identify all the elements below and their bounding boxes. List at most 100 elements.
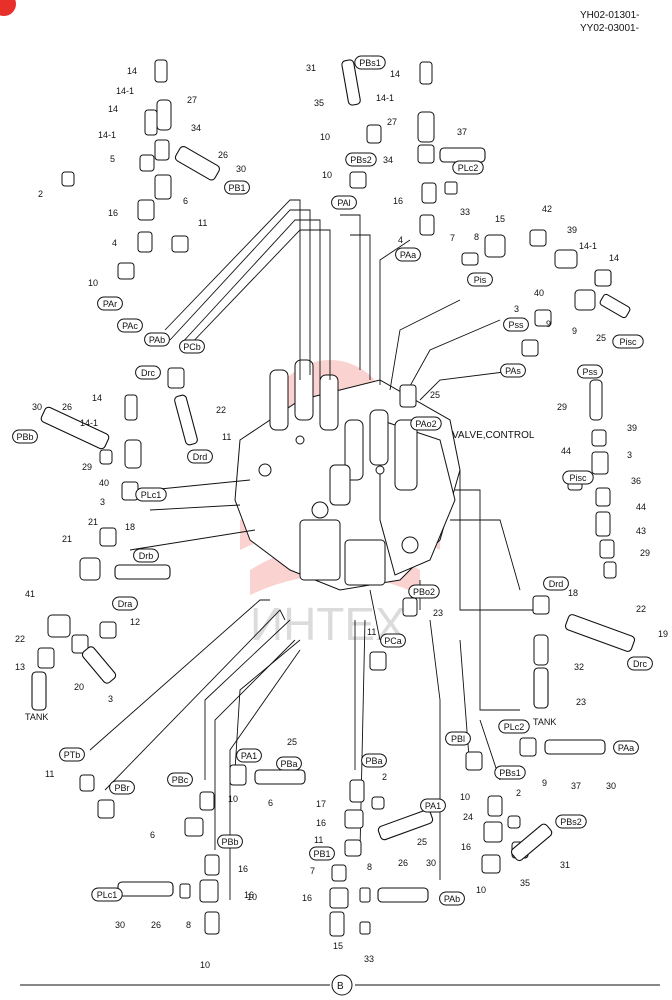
- part-number: 4: [398, 235, 403, 245]
- part-number: 11: [45, 769, 54, 779]
- serial-range-1: YH02-01301-: [580, 10, 639, 21]
- port-tag: PAc: [117, 318, 143, 333]
- port-tag-label: PBs1: [359, 58, 381, 68]
- part-number: 21: [62, 534, 72, 544]
- part-number: 37: [571, 781, 581, 791]
- part-number: 29: [82, 462, 92, 472]
- part-number: 44: [636, 502, 646, 512]
- port-tag: PCb: [179, 339, 205, 354]
- part-number: 2: [38, 189, 43, 199]
- part-number: 29: [640, 548, 650, 558]
- port-tag-label: PLc1: [97, 890, 118, 900]
- port-tag-label: PBo2: [413, 587, 435, 597]
- part-number: 21: [88, 517, 98, 527]
- port-tag: PBa: [361, 753, 387, 768]
- part-number: 30: [426, 858, 436, 868]
- part-number: 11: [198, 218, 207, 228]
- part-number: 35: [314, 98, 324, 108]
- part-number: 27: [187, 95, 197, 105]
- part-number: 16: [316, 818, 326, 828]
- port-tag-label: PAa: [618, 743, 634, 753]
- part-number: 31: [306, 63, 316, 73]
- part-number: 39: [567, 225, 577, 235]
- part-number: 44: [561, 446, 571, 456]
- port-tag: PLc2: [498, 719, 530, 734]
- part-number: 11: [222, 432, 231, 442]
- port-tag-label: PBb: [16, 432, 33, 442]
- port-tag-label: PBa: [365, 756, 382, 766]
- part-number: 13: [15, 662, 25, 672]
- port-tag: Drd: [187, 449, 213, 464]
- port-tag: PAb: [439, 891, 465, 906]
- tank-label-right: TANK: [533, 717, 556, 727]
- port-tag-label: PBb: [221, 837, 238, 847]
- port-tag-label: PAc: [122, 321, 138, 331]
- section-ref-label: B: [337, 981, 344, 992]
- part-number: 3: [514, 304, 519, 314]
- part-number: 22: [15, 634, 25, 644]
- port-tag-label: PBl: [451, 734, 465, 744]
- port-tag: PBs1: [354, 55, 386, 70]
- port-tag-label: PAl: [337, 198, 350, 208]
- part-number: 14-1: [116, 86, 134, 96]
- port-tags: PBs1PBs2PAlPAaPLc2PisPssPAsPiscPB1PArPAc…: [12, 55, 653, 906]
- port-tag: Drb: [133, 548, 159, 563]
- port-tag-label: PAs: [505, 366, 521, 376]
- port-tag: Dra: [112, 596, 138, 611]
- component-title: VALVE,CONTROL: [452, 430, 535, 441]
- part-number: 14-1: [80, 418, 98, 428]
- part-number: 23: [576, 697, 586, 707]
- part-number: 2: [516, 788, 521, 798]
- port-tag: PBc: [167, 772, 193, 787]
- part-number: 36: [631, 476, 641, 486]
- port-tag: Drc: [135, 365, 161, 380]
- part-number: 10: [476, 885, 486, 895]
- part-number: 9: [542, 778, 547, 788]
- port-tag-label: Dra: [118, 599, 133, 609]
- part-number: 14-1: [579, 241, 597, 251]
- port-tag-label: Pis: [474, 275, 487, 285]
- port-tag-label: Pisc: [569, 473, 587, 483]
- port-tag-label: PLc1: [141, 490, 162, 500]
- part-number: 30: [32, 402, 42, 412]
- part-number: 9: [572, 326, 577, 336]
- port-tag: PAs: [500, 363, 526, 378]
- part-number: 40: [534, 288, 544, 298]
- part-number: 10: [460, 792, 470, 802]
- part-number: 24: [463, 812, 473, 822]
- port-tag: Pisc: [612, 334, 644, 349]
- part-number: 6: [183, 196, 188, 206]
- port-tag: PBb: [217, 834, 243, 849]
- control-valve-body: [234, 359, 461, 591]
- port-tag: PLc1: [91, 887, 123, 902]
- fittings: [31, 59, 636, 937]
- part-number: 27: [387, 117, 397, 127]
- part-number: 42: [542, 204, 552, 214]
- part-number: 33: [460, 207, 470, 217]
- part-number: 14-1: [98, 130, 116, 140]
- part-number: 25: [417, 837, 427, 847]
- part-number: 16: [238, 864, 248, 874]
- port-tag-label: PBa: [280, 759, 297, 769]
- part-number: 2: [382, 772, 387, 782]
- port-tag-label: PB1: [228, 183, 245, 193]
- port-tag: PBs1: [494, 765, 526, 780]
- port-tag: PBa: [276, 756, 302, 771]
- port-tag-label: PA1: [241, 751, 257, 761]
- port-tag: Pis: [467, 272, 493, 287]
- part-number: 14: [108, 104, 118, 114]
- port-tag: Pisc: [562, 470, 594, 485]
- port-tag: Drd: [543, 576, 569, 591]
- part-number: 17: [316, 799, 326, 809]
- port-tag-label: Drb: [139, 551, 154, 561]
- port-tag: PBs2: [555, 814, 587, 829]
- part-number: 14: [390, 69, 400, 79]
- part-number: 30: [606, 781, 616, 791]
- port-tag-label: PLc2: [504, 722, 525, 732]
- part-number: 8: [474, 232, 479, 242]
- part-number: 3: [108, 694, 113, 704]
- part-number: 7: [450, 233, 455, 243]
- part-number: 16: [244, 890, 254, 900]
- part-number: 26: [151, 920, 161, 930]
